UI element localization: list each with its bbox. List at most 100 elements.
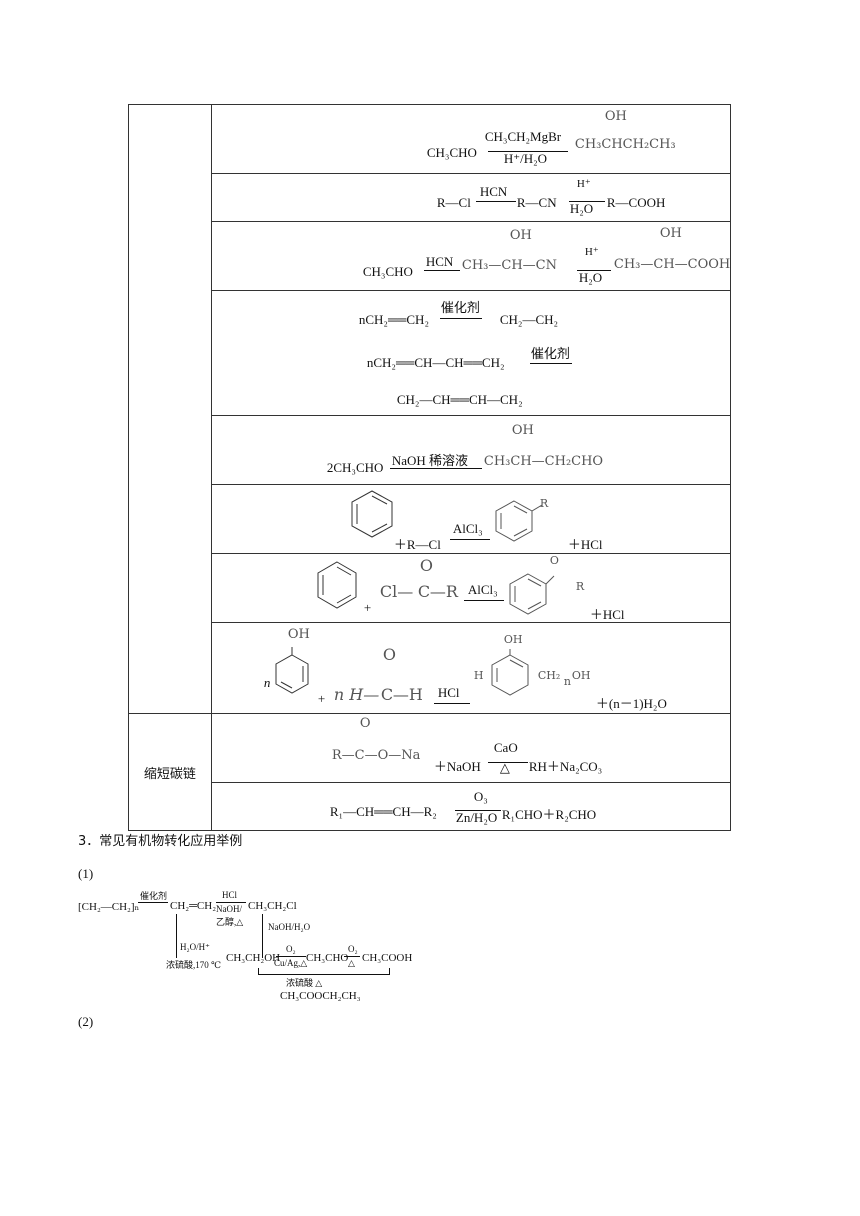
category-cell-lengthen <box>128 104 212 714</box>
grignard-reactant: CH₃CHO <box>426 145 477 160</box>
conversion-diagram: [CH₂—CH₂]ₙ 催化剂 CH₂═CH₂ HCl NaOH/ 乙醇,△ CH… <box>78 886 418 1006</box>
aldol-cond: NaOH 稀溶液 <box>391 453 469 468</box>
row-ozonolysis: R₁—CH══CH—R₂ O₃ Zn/H₂O R₁CHO＋R₂CHO <box>210 782 732 831</box>
benzene-ring-icon <box>317 561 357 609</box>
row-nitrile: R—Cl HCN R—CN H⁺ H₂O R—COOH <box>210 173 732 222</box>
row-phenolic: OH n + O n H— C —H HCl H OH CH₂ n OH <box>210 622 732 714</box>
phenol-ring-icon <box>491 649 529 696</box>
acyl-r: —R <box>429 582 458 601</box>
arrow-line <box>216 902 246 903</box>
nitrile-r1: HCN <box>479 184 508 199</box>
cyano-r1: HCN <box>425 254 454 269</box>
aldol-b: CH₃CH—CH₂CHO <box>483 454 604 469</box>
acyl-o: O <box>419 556 433 575</box>
diag-heat: △ <box>348 958 355 968</box>
alkyl-rcl: ＋R—Cl <box>393 537 441 552</box>
acyl-cl: Cl— <box>379 582 414 601</box>
phen-plus: + <box>317 691 326 706</box>
grignard-product: CH₃CHCH₂CH₃ <box>574 137 676 152</box>
row-grignard: CH₃CHO CH₃CH₂MgBr H⁺/H₂O OH CH₃CHCH₂CH₃ <box>210 104 732 174</box>
phen-poh: OH <box>503 633 523 646</box>
diag-h2so4: 浓硫酸,170 ℃ <box>166 960 222 970</box>
diag-naoh-eth: NaOH/ <box>216 904 242 914</box>
acyl-hcl: ＋HCl <box>589 607 625 622</box>
acyl-cat: AlCl₃ <box>467 582 498 597</box>
decarb-o: O <box>359 716 371 731</box>
phen-h: —H <box>392 685 423 704</box>
arrow-line <box>454 810 501 811</box>
nitrile-a: R—Cl <box>436 195 471 210</box>
diag-naoh-h2o: NaOH/H₂O <box>268 922 311 932</box>
acyl-plus: + <box>363 600 372 615</box>
arrow-line <box>262 914 263 958</box>
poly-l1: nCH₂══CH₂ <box>358 312 429 327</box>
diag-ethanol: CH₃CH₂OH <box>226 952 281 964</box>
cyano-r2top: H⁺ <box>584 246 599 258</box>
arrow-line <box>176 914 177 958</box>
arrow-line <box>433 703 470 704</box>
arrow-line <box>529 363 572 364</box>
decarb-prod: RH＋Na₂CO₃ <box>528 759 603 774</box>
cyano-b: CH₃—CH—CN <box>461 258 557 273</box>
row-decarboxylation: O R—C—O—Na ＋NaOH CaO △ RH＋Na₂CO₃ <box>210 713 732 783</box>
acyl-pr: R <box>575 580 585 593</box>
diag-poly: [CH₂—CH₂]ₙ <box>78 901 140 913</box>
poly-cat2: 催化剂 <box>530 346 570 361</box>
cyano-c: CH₃—CH—COOH <box>613 257 731 272</box>
arrow-line <box>138 902 168 903</box>
cyano-a: CH₃CHO <box>362 264 413 279</box>
grignard-reagent: CH₃CH₂MgBr <box>484 129 562 144</box>
arrow-line <box>463 600 504 601</box>
diag-o2b: O₂ <box>348 944 358 954</box>
cyano-r2bot: H₂O <box>578 270 603 285</box>
phen-oh: OH <box>287 627 310 642</box>
ozono-bot: Zn/H₂O <box>455 810 498 825</box>
row-aldol: 2CH₃CHO NaOH 稀溶液 OH CH₃CH—CH₂CHO <box>210 415 732 485</box>
cyano-oh2: OH <box>659 226 682 241</box>
category-shorten-label: 缩短碳链 <box>143 766 196 782</box>
reaction-arrow <box>487 151 568 152</box>
alkyl-r: R <box>539 497 549 510</box>
ozono-b: R₁CHO＋R₂CHO <box>501 807 597 822</box>
benzene-ring-icon <box>495 500 543 542</box>
arrow-line <box>449 539 490 540</box>
item-2-label: (2) <box>78 1014 94 1029</box>
diag-acetald: CH₃CHO <box>306 952 349 964</box>
aldol-oh: OH <box>511 423 534 438</box>
arrow-line <box>439 318 482 319</box>
diag-acid: CH₃COOH <box>362 952 413 964</box>
grignard-condition: H⁺/H₂O <box>503 151 548 166</box>
alkyl-hcl: ＋HCl <box>567 537 603 552</box>
arrow-line <box>475 201 516 202</box>
ester-bracket <box>258 968 390 975</box>
diag-cuag: Cu/Ag,△ <box>274 958 308 968</box>
phen-cat: HCl <box>437 685 460 700</box>
arrow-line <box>568 201 605 202</box>
diag-o2a: O₂ <box>286 944 296 954</box>
diag-esterif: 浓硫酸 △ <box>286 978 323 988</box>
decarb-salt: R—C—O—Na <box>331 748 421 763</box>
benzene-ring-icon <box>509 573 555 615</box>
phen-water: ＋(n－1)H₂O <box>595 696 667 711</box>
nitrile-r2bot: H₂O <box>569 201 594 216</box>
phen-end: OH <box>571 669 591 682</box>
phen-nh: n H— <box>333 685 380 704</box>
item-1-label: (1) <box>78 866 94 881</box>
phen-sub: n <box>563 675 571 688</box>
phen-n: n <box>263 675 271 690</box>
phenol-ring-icon <box>275 647 309 694</box>
section-heading: 3．常见有机物转化应用举例 <box>78 834 243 849</box>
nitrile-c: R—COOH <box>606 195 666 210</box>
nitrile-r2top: H⁺ <box>576 178 591 190</box>
diag-chloride: CH₃CH₂Cl <box>248 900 297 912</box>
arrow-line <box>423 270 460 271</box>
benzene-ring-icon <box>351 490 393 538</box>
cyano-oh1: OH <box>509 228 532 243</box>
ozono-a: R₁—CH══CH—R₂ <box>329 804 437 819</box>
grignard-oh: OH <box>604 109 627 124</box>
acyl-po: O <box>549 554 559 567</box>
arrow-line <box>344 956 360 957</box>
aldol-a: 2CH₃CHO <box>326 460 384 475</box>
diag-h2o-h: H₂O/H⁺ <box>180 942 210 952</box>
row-acylation: + O Cl— C —R AlCl₃ O R ＋HCl <box>210 553 732 623</box>
